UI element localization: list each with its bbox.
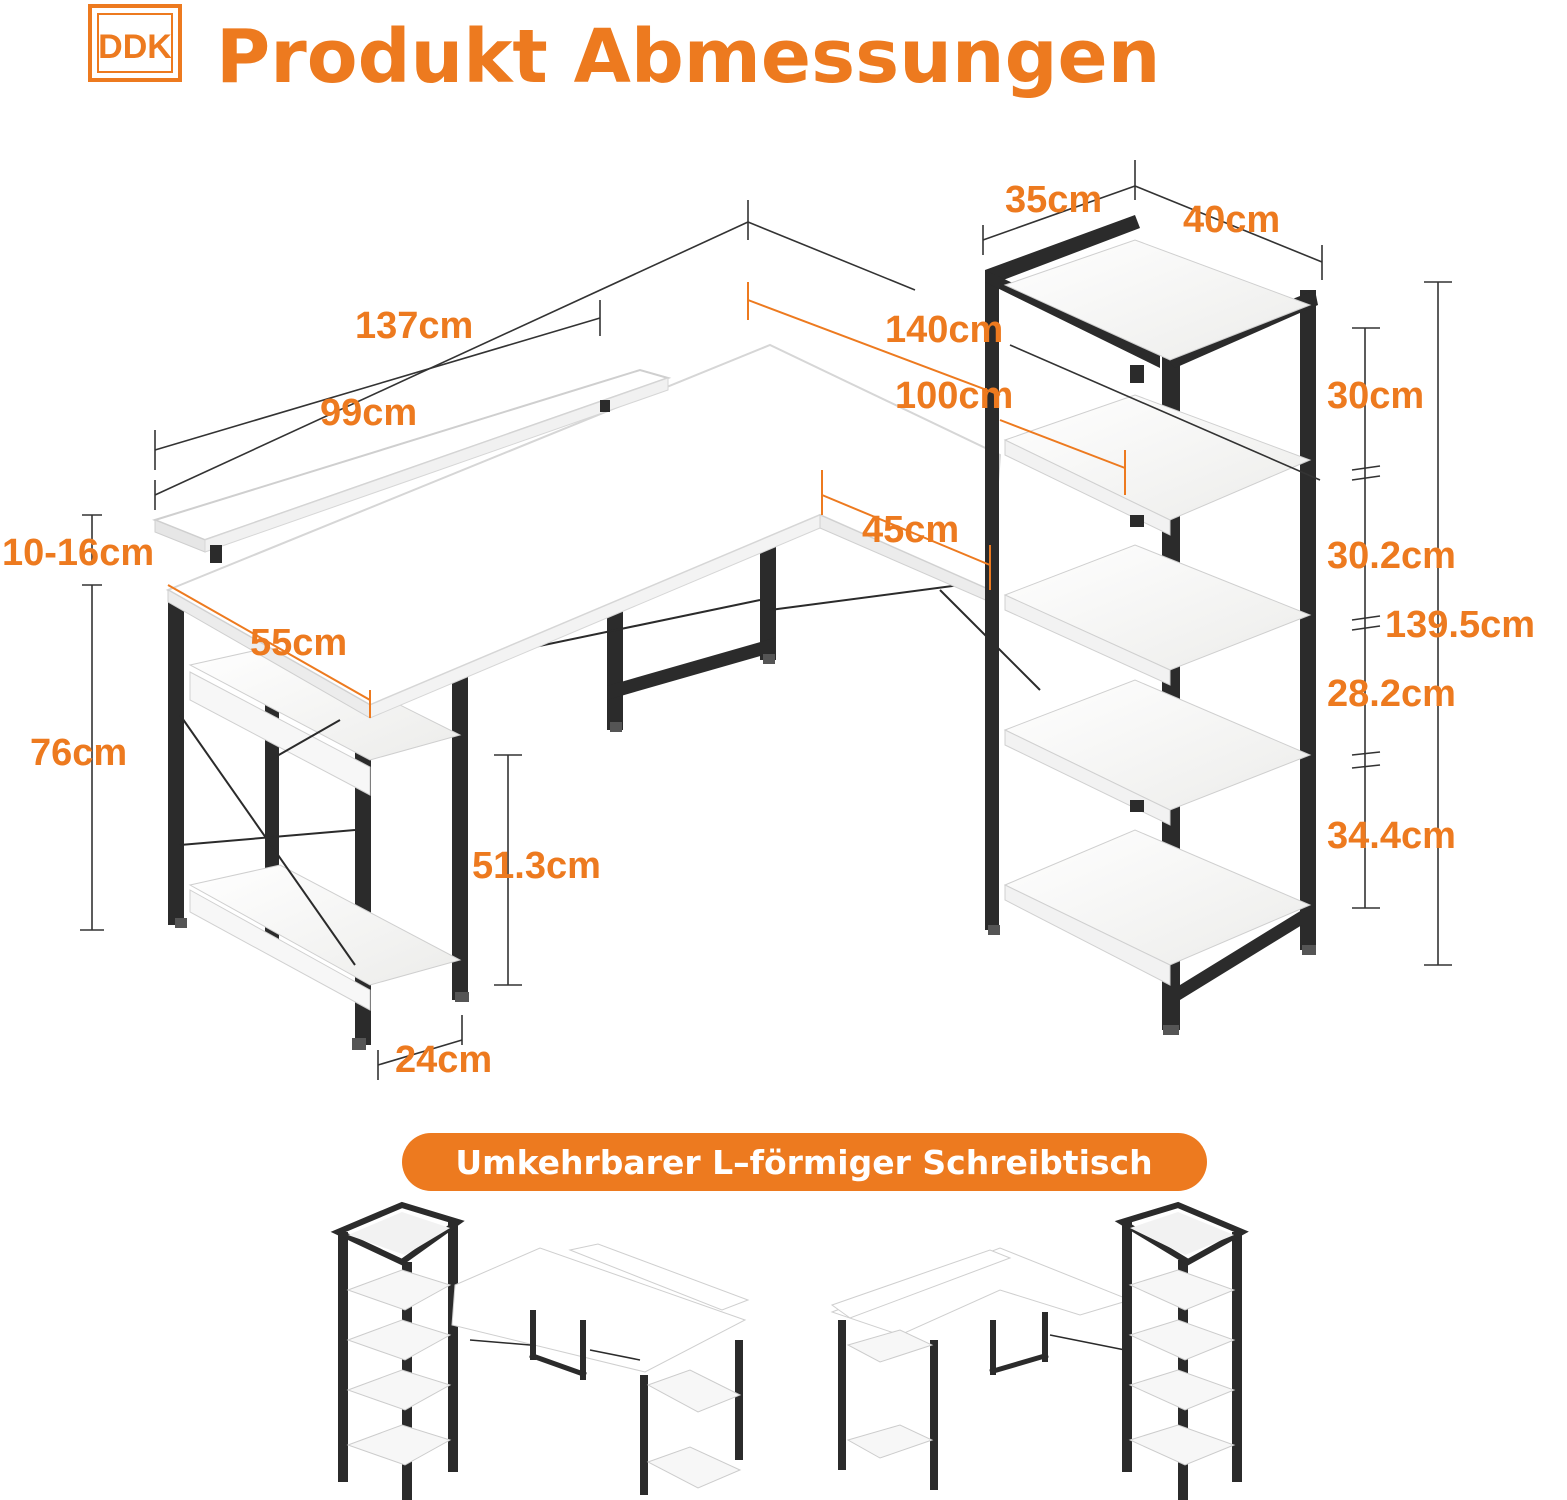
brand-logo-text: DDK	[98, 28, 172, 66]
dim-label-139-5: 139.5cm	[1385, 604, 1535, 646]
dim-label-51-3: 51.3cm	[472, 845, 601, 887]
bookshelf-tower	[985, 215, 1318, 1035]
accent-dimension-lines	[167, 282, 1126, 718]
dim-label-24: 24cm	[395, 1039, 492, 1081]
dim-label-55: 55cm	[250, 622, 347, 664]
dim-label-100: 100cm	[895, 375, 1013, 417]
dim-label-30: 30cm	[1327, 375, 1424, 417]
l-shaped-desk	[152, 343, 1041, 1050]
dim-label-34-4: 34.4cm	[1327, 815, 1456, 857]
dim-label-35: 35cm	[1005, 179, 1102, 221]
page-title: Produkt Abmessungen	[216, 14, 1160, 100]
dimension-lines	[80, 160, 1452, 1080]
banner-text: Umkehrbarer L–förmiger Schreibtisch	[455, 1143, 1152, 1182]
dim-label-30-2: 30.2cm	[1327, 535, 1456, 577]
reversible-banner: Umkehrbarer L–förmiger Schreibtisch	[402, 1133, 1207, 1191]
dim-label-40: 40cm	[1183, 199, 1280, 241]
variant-tower-left	[330, 1201, 750, 1500]
dim-label-99: 99cm	[320, 392, 417, 434]
dimension-labels: 137cm 99cm 10-16cm 55cm 76cm 51.3cm 24cm…	[2, 179, 1535, 1081]
dim-label-10-16: 10-16cm	[2, 532, 154, 574]
dim-label-28-2: 28.2cm	[1327, 673, 1456, 715]
brand-logo: DDK	[88, 4, 182, 82]
dim-label-137: 137cm	[355, 305, 473, 347]
dim-label-76: 76cm	[30, 732, 127, 774]
variant-tower-right	[830, 1201, 1249, 1500]
dim-label-140: 140cm	[885, 309, 1003, 351]
dim-label-45: 45cm	[862, 509, 959, 551]
